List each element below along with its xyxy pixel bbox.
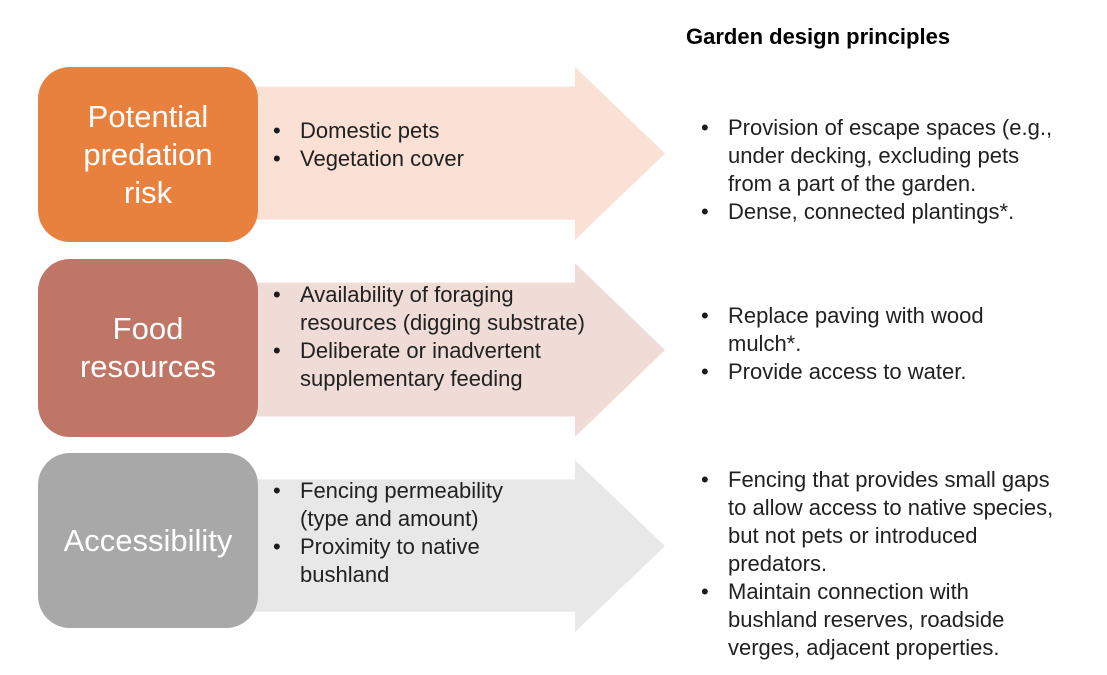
principle-item: Dense, connected plantings*.: [698, 198, 1102, 226]
arrow-shape-accessibility: Fencing permeability (type and amount) P…: [250, 460, 665, 632]
factor-box-food-resources: Food resources: [38, 259, 258, 437]
arrow-bullet-list-food: Availability of foraging resources (digg…: [270, 281, 615, 393]
arrow-bullet-item: Vegetation cover: [270, 145, 615, 173]
factor-box-label: Accessibility: [63, 522, 233, 558]
arrow-shape-predation-risk: Domestic pets Vegetation cover: [250, 67, 665, 240]
principle-item: Maintain connection with bushland reserv…: [698, 578, 1102, 662]
principle-item: Provision of escape spaces (e.g., under …: [698, 114, 1102, 198]
principles-list-predation: Provision of escape spaces (e.g., under …: [698, 114, 1102, 226]
principle-item: Provide access to water.: [698, 358, 1102, 386]
arrow-bullet-item: Availability of foraging resources (digg…: [270, 281, 615, 337]
page-title: Garden design principles: [686, 24, 951, 49]
arrow-bullet-item: Proximity to native bushland: [270, 533, 615, 589]
arrow-bullet-item: Domestic pets: [270, 117, 615, 145]
arrow-bullet-item: Deliberate or inadvertent supplementary …: [270, 337, 615, 393]
arrow-bullet-item: Fencing permeability (type and amount): [270, 477, 615, 533]
factor-box-predation-risk: Potential predation risk: [38, 67, 258, 242]
arrow-bullet-list-predation: Domestic pets Vegetation cover: [270, 117, 615, 173]
factor-box-label: Potential predation risk: [83, 98, 213, 210]
principles-list-food: Replace paving with wood mulch*. Provide…: [698, 302, 1102, 386]
principle-item: Fencing that provides small gaps to allo…: [698, 466, 1102, 578]
arrow-bullet-list-accessibility: Fencing permeability (type and amount) P…: [270, 477, 615, 589]
principles-list-accessibility: Fencing that provides small gaps to allo…: [698, 466, 1102, 662]
factor-box-accessibility: Accessibility: [38, 453, 258, 628]
arrow-shape-food-resources: Availability of foraging resources (digg…: [250, 263, 665, 437]
principle-item: Replace paving with wood mulch*.: [698, 302, 1102, 358]
factor-box-label: Food resources: [79, 311, 217, 384]
